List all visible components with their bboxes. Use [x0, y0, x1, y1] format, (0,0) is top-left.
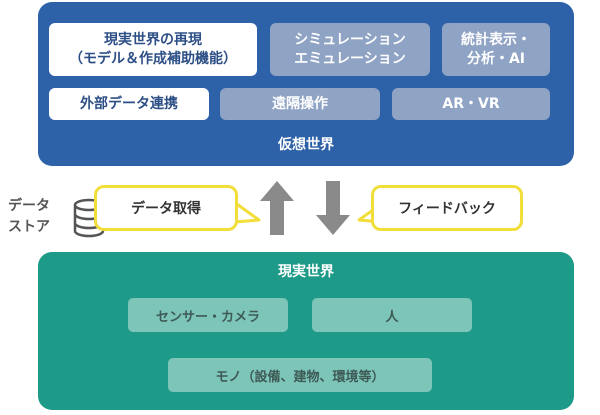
external-data-box: 外部データ連携: [49, 88, 209, 120]
feedback-callout: フィードバック: [371, 185, 523, 231]
reproduction-box: 現実世界の再現 （モデル＆作成補助機能）: [49, 23, 257, 76]
data-store-label: データ ストア: [8, 196, 50, 238]
statistics-label-line1: 統計表示・: [461, 31, 531, 48]
virtual-world-title: 仮想世界: [278, 137, 334, 153]
remote-control-label: 遠隔操作: [272, 95, 328, 112]
data-store-label-line2: ストア: [8, 219, 50, 235]
people-box: 人: [312, 298, 472, 332]
reproduction-label-line1: 現実世界の再現: [104, 31, 202, 48]
data-acquisition-callout: データ取得: [94, 185, 238, 231]
ar-vr-box: AR・VR: [392, 88, 550, 120]
sensors-cameras-box: センサー・カメラ: [128, 298, 288, 332]
external-data-label: 外部データ連携: [80, 95, 178, 112]
ar-vr-label: AR・VR: [442, 95, 500, 112]
data-acquisition-label: データ取得: [131, 201, 201, 217]
reproduction-label-line2: （モデル＆作成補助機能）: [69, 50, 237, 67]
simulation-label-line2: エミュレーション: [294, 50, 406, 67]
real-world-title: 現実世界: [278, 264, 334, 280]
things-box: モノ（設備、建物、環境等）: [168, 358, 432, 392]
statistics-box: 統計表示・ 分析・AI: [442, 23, 550, 76]
remote-control-box: 遠隔操作: [220, 88, 380, 120]
sensors-cameras-label: センサー・カメラ: [155, 309, 260, 325]
simulation-label-line1: シミュレーション: [294, 31, 406, 48]
people-label: 人: [385, 309, 399, 325]
down-arrow-icon: [316, 181, 350, 235]
statistics-label-line2: 分析・AI: [466, 50, 526, 67]
things-label: モノ（設備、建物、環境等）: [215, 369, 385, 385]
feedback-label: フィードバック: [398, 201, 496, 217]
data-store-label-line1: データ: [8, 198, 50, 214]
up-arrow-icon: [260, 181, 294, 235]
simulation-box: シミュレーション エミュレーション: [270, 23, 430, 76]
